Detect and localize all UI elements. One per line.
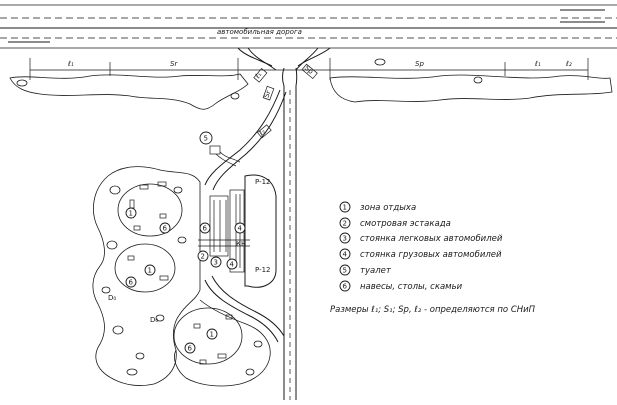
svg-text:P-12: P-12 xyxy=(255,178,271,186)
legend-text-3: стоянка легковых автомобилей xyxy=(360,234,503,244)
svg-text:4: 4 xyxy=(343,251,348,259)
legend-item-1: 1 зона отдыха xyxy=(339,201,416,213)
marker-5: 5 xyxy=(204,135,208,143)
badge-sr: Sr xyxy=(263,89,273,99)
marker-4a: 4 xyxy=(238,225,243,233)
toilet-block xyxy=(209,145,241,167)
legend-item-3: 3 стоянка легковых автомобилей xyxy=(339,232,503,244)
rest-pad-1 xyxy=(117,183,183,237)
marker-3: 3 xyxy=(214,259,218,267)
car-parking-block xyxy=(209,195,229,257)
ramp-right: Sp xyxy=(295,47,331,80)
dim-label-l1-left: ℓ₁ xyxy=(67,60,74,68)
legend-item-5: 5 туалет xyxy=(339,264,392,276)
legend-text-6: навесы, столы, скамьи xyxy=(360,282,463,292)
marker-6a: 6 xyxy=(163,225,168,233)
marker-4b: 4 xyxy=(230,261,235,269)
highway: автомобильная дорога xyxy=(0,4,617,49)
rest-zone-outline xyxy=(92,166,271,387)
dim-label-sr: Sr xyxy=(170,60,178,68)
rest-zone-right-boundary xyxy=(174,299,271,387)
d-mark-2: D₀ xyxy=(150,316,158,324)
legend-text-4: стоянка грузовых автомобилей xyxy=(360,250,502,260)
plan-markers: 5 1 6 1 6 1 6 6 2 3 4 4 xyxy=(125,131,246,354)
legend-item-6: 6 навесы, столы, скамьи xyxy=(339,280,463,292)
marker-6d: 6 xyxy=(203,225,208,233)
badge-l1: ℓ₁ xyxy=(253,70,264,80)
legend-text-5: туалет xyxy=(360,266,392,276)
dim-label-l2-right: ℓ₂ xyxy=(565,60,572,68)
legend-text-1: зона отдыха xyxy=(360,203,416,213)
marker-6b: 6 xyxy=(129,279,134,287)
ramp-left: ℓ₁ Sr xyxy=(237,47,277,101)
svg-text:5: 5 xyxy=(343,267,347,275)
legend-text-2: смотровая эстакада xyxy=(360,219,451,229)
dim-label-sp: Sp xyxy=(415,60,424,68)
svg-text:3: 3 xyxy=(343,235,347,243)
marker-2: 2 xyxy=(201,253,205,261)
rest-pad-2 xyxy=(114,243,176,293)
dim-label-l1-right: ℓ₁ xyxy=(534,60,541,68)
rest-zone-left-boundary xyxy=(92,166,201,386)
legend: 1 зона отдыха 2 смотровая эстакада 3 сто… xyxy=(330,201,536,315)
legend-item-2: 2 смотровая эстакада xyxy=(339,217,451,229)
kn-label: КН xyxy=(236,240,246,248)
d-mark-1: D₀ xyxy=(108,294,116,302)
highway-title: автомобильная дорога xyxy=(217,28,302,36)
svg-text:2: 2 xyxy=(343,220,347,228)
shrub-band xyxy=(9,73,249,110)
marker-1b: 1 xyxy=(148,267,152,275)
parking-lot-outline xyxy=(244,174,277,288)
dimension-line: ℓ₁ Sr Sp ℓ₁ ℓ₂ xyxy=(29,58,589,80)
marker-1c: 1 xyxy=(210,331,214,339)
marker-1a: 1 xyxy=(129,210,133,218)
legend-item-4: 4 стоянка грузовых автомобилей xyxy=(339,248,502,260)
svg-text:P-12: P-12 xyxy=(255,266,271,274)
svg-text:1: 1 xyxy=(343,204,347,212)
shrub-band-right xyxy=(329,74,613,103)
legend-note: Размеры ℓ₁; S₁; Sр, ℓ₂ - определяются по… xyxy=(330,305,536,315)
svg-text:6: 6 xyxy=(343,283,348,291)
scattered-shrubs xyxy=(101,185,263,376)
access-road: ℓ₂ xyxy=(204,67,298,400)
rest-pad-3 xyxy=(173,307,243,365)
marker-6c: 6 xyxy=(188,345,193,353)
badge-l2: ℓ₂ xyxy=(257,127,267,138)
